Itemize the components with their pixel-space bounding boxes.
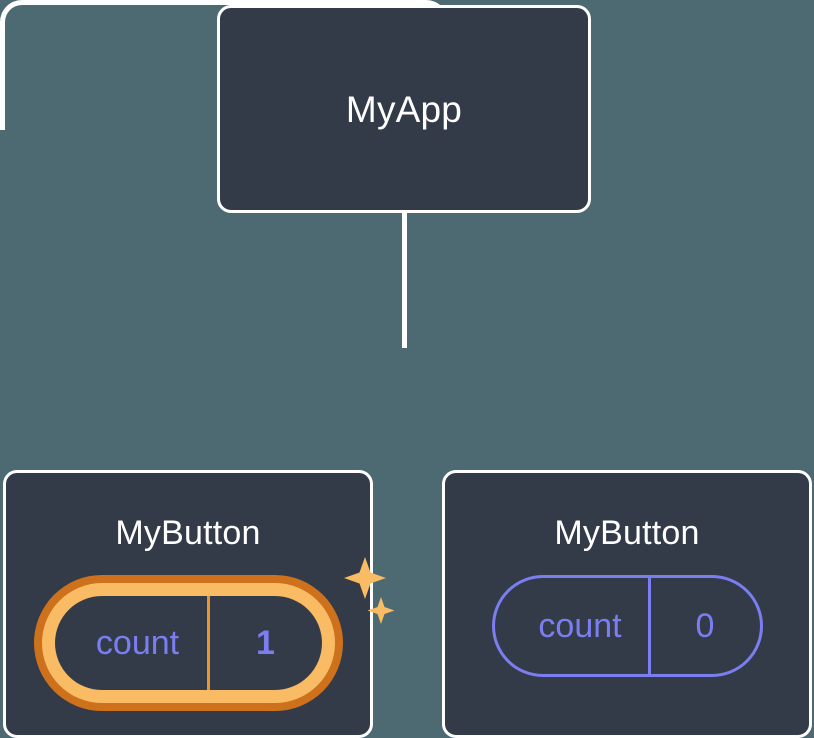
node-myapp[interactable]: MyApp bbox=[217, 5, 591, 213]
node-mybutton-right-label: MyButton bbox=[554, 514, 700, 552]
state-value-right: 0 bbox=[647, 578, 760, 674]
state-pill-plain[interactable]: count 0 bbox=[491, 575, 763, 677]
sparkles-icon bbox=[343, 557, 394, 624]
node-mybutton-left[interactable]: MyButton count 1 bbox=[3, 470, 394, 738]
state-pill-highlight-ring: count 1 bbox=[41, 583, 335, 703]
state-pill-highlighted[interactable]: count 1 bbox=[33, 575, 343, 711]
state-pill-body: count 1 bbox=[54, 596, 322, 690]
state-key-left: count bbox=[95, 623, 180, 662]
connector-root-stem bbox=[402, 212, 407, 348]
node-mybutton-left-label: MyButton bbox=[115, 514, 261, 552]
state-key-right: count bbox=[538, 606, 622, 645]
state-pill-wrapper-right: count 0 bbox=[491, 575, 763, 677]
state-value-left: 1 bbox=[206, 596, 322, 690]
state-pill-wrapper-left: count 1 bbox=[33, 557, 394, 711]
node-myapp-label: MyApp bbox=[345, 88, 463, 130]
node-mybutton-right[interactable]: MyButton count 0 bbox=[442, 470, 812, 738]
